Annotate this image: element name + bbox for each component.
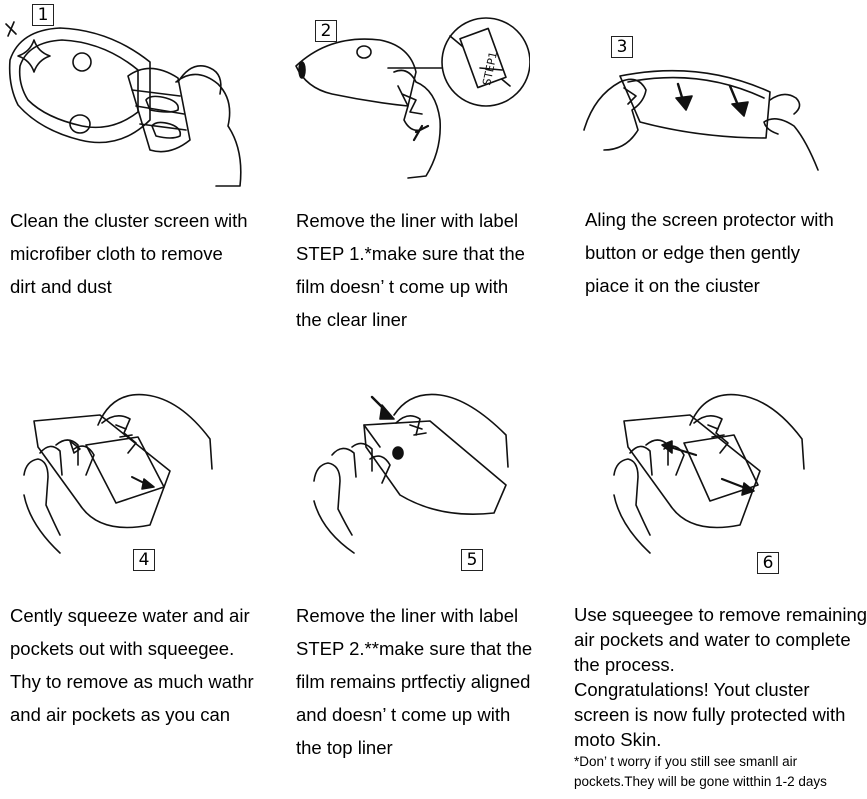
step-6-line: screen is now fully protected with [574, 704, 846, 725]
step-5-illustration [310, 385, 520, 555]
step-1-illustration [0, 0, 260, 200]
step-3-line: piace it on the ciuster [585, 275, 760, 296]
step-6-description: Use squeegee to remove remaining air poc… [574, 602, 867, 792]
step-2-line: the clear liner [296, 309, 408, 330]
step-2-line: STEP 1.*make sure that the [296, 243, 525, 264]
step-5-line: STEP 2.**make sure that the [296, 638, 533, 659]
step-5-number-badge: 5 [461, 549, 483, 571]
step-4-illustration [20, 385, 230, 555]
step-4-line: and air pockets as you can [10, 704, 231, 725]
step-2-line: film doesn’ t come up with [296, 276, 509, 297]
step-6-illustration [610, 385, 820, 555]
step-6-number-badge: 6 [757, 552, 779, 574]
step-2-illustration: STEP1 [290, 10, 530, 190]
step-6-note-line: *Don’ t worry if you still see smanll ai… [574, 754, 798, 769]
step-4-line: Thy to remove as much wathr [10, 671, 254, 692]
step-1-description: Clean the cluster screen with microfiber… [10, 204, 248, 303]
step-1-line: microfiber cloth to remove [10, 243, 223, 264]
step-3-number-badge: 3 [611, 36, 633, 58]
step-4-number-badge: 4 [133, 549, 155, 571]
step-5-description: Remove the liner with label STEP 2.**mak… [296, 599, 532, 764]
step-1-number-badge: 1 [32, 4, 54, 26]
step-3-line: Aling the screen protector with [585, 209, 834, 230]
step-2-description: Remove the liner with label STEP 1.*make… [296, 204, 525, 336]
step-4-description: Cently squeeze water and air pockets out… [10, 599, 254, 731]
step-3-line: button or edge then gently [585, 242, 800, 263]
step-6-line: Congratulations! Yout cluster [574, 679, 810, 700]
step-5-line: and doesn’ t come up with [296, 704, 511, 725]
step-5-line: Remove the liner with label [296, 605, 519, 626]
step-6-line: Use squeegee to remove remaining [574, 604, 867, 625]
step-4-line: Cently squeeze water and air [10, 605, 250, 626]
step-4-line: pockets out with squeegee. [10, 638, 235, 659]
step-6-note-line: pockets.They will be gone witthin 1-2 da… [574, 774, 827, 789]
step-2-line: Remove the liner with label [296, 210, 519, 231]
step-2-number-badge: 2 [315, 20, 337, 42]
step-3-illustration [580, 30, 820, 180]
step-6-line: air pockets and water to complete [574, 629, 851, 650]
step-3-description: Aling the screen protector with button o… [585, 203, 834, 302]
step-5-line: the top liner [296, 737, 393, 758]
step-1-line: Clean the cluster screen with [10, 210, 248, 231]
step-6-line: moto Skin. [574, 729, 662, 750]
step-5-line: film remains prtfectiy aligned [296, 671, 531, 692]
step-6-line: the process. [574, 654, 675, 675]
step-1-line: dirt and dust [10, 276, 112, 297]
